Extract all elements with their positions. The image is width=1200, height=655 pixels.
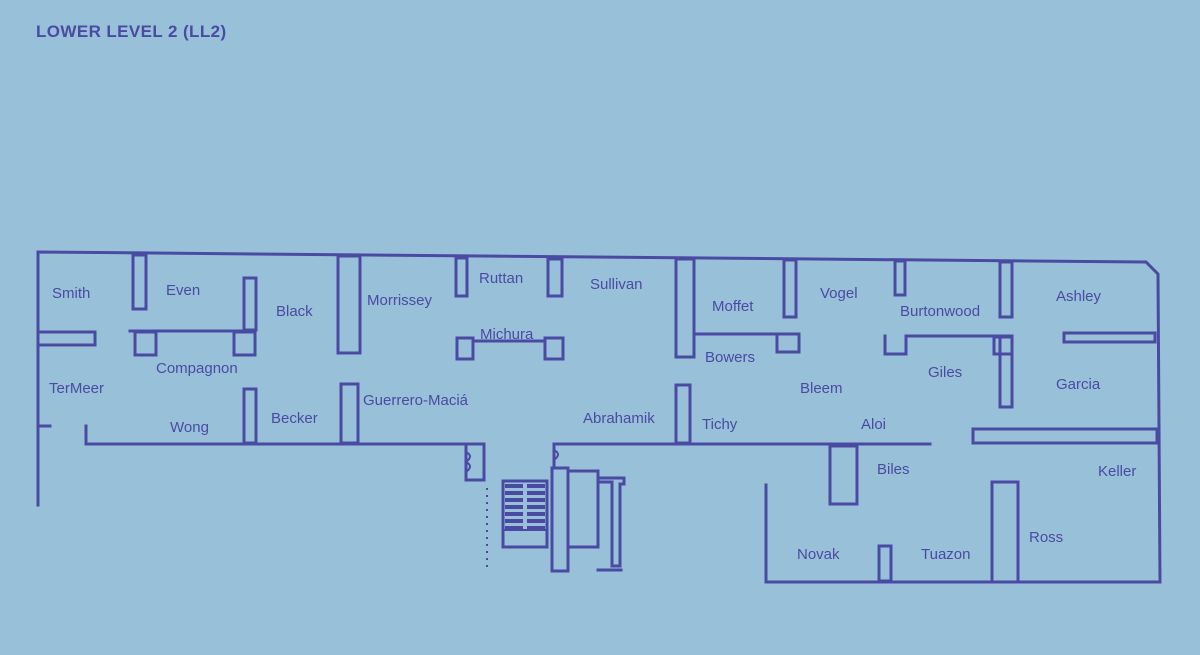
lower-partitions	[242, 382, 1159, 584]
room-label-ross: Ross	[1029, 529, 1063, 546]
room-label-tuazon: Tuazon	[921, 546, 970, 563]
compagnon-right-post	[232, 330, 257, 357]
room-label-termeer: TerMeer	[49, 380, 104, 397]
partition-smith-termeer	[36, 330, 97, 347]
partition-wong-becker	[242, 387, 258, 445]
room-label-bleem: Bleem	[800, 380, 843, 397]
room-label-morrissey: Morrissey	[367, 292, 433, 309]
room-label-tichy: Tichy	[702, 416, 738, 433]
bowers-wall	[692, 332, 801, 354]
room-label-moffet: Moffet	[712, 298, 754, 315]
partition-abrahamik-tichy	[674, 383, 692, 445]
michura-wall-right	[543, 336, 565, 361]
room-label-michura: Michura	[480, 326, 534, 343]
room-label-abrahamik: Abrahamik	[583, 410, 655, 427]
room-label-ashley: Ashley	[1056, 288, 1102, 305]
partition-tuazon-ross	[990, 480, 1020, 584]
room-label-even: Even	[166, 282, 200, 299]
room-label-vogel: Vogel	[820, 285, 858, 302]
room-label-garcia: Garcia	[1056, 376, 1101, 393]
core-left-door	[464, 442, 486, 482]
room-label-burtonwood: Burtonwood	[900, 303, 980, 320]
room-label-black: Black	[276, 303, 313, 320]
michura-wall	[455, 336, 475, 361]
stair-treads	[505, 484, 545, 529]
partition-black-morrissey	[336, 254, 362, 355]
stair-box	[501, 479, 549, 549]
room-label-guerrero-macia: Guerrero-Maciá	[363, 392, 469, 409]
giles-wall	[883, 334, 1014, 356]
room-label-ruttan: Ruttan	[479, 270, 523, 287]
giles-pillar	[998, 335, 1014, 409]
partition-ashley-garcia	[1062, 331, 1157, 344]
partition-garcia-keller	[971, 427, 1159, 445]
partition-ruttan-right	[546, 257, 564, 298]
level-title: LOWER LEVEL 2 (LL2)	[36, 22, 227, 41]
room-label-smith: Smith	[52, 285, 90, 302]
room-label-bowers: Bowers	[705, 349, 755, 366]
south-east-wall	[764, 483, 1162, 584]
partition-biles	[828, 444, 859, 506]
partition-ruttan-left	[454, 256, 469, 298]
room-label-becker: Becker	[271, 410, 318, 427]
partition-novak-tuazon	[877, 544, 893, 583]
partition-burtonwood-ashley	[998, 260, 1014, 319]
top-partitions	[131, 253, 1014, 359]
core-right-door-arc	[553, 449, 559, 461]
room-label-wong: Wong	[170, 419, 209, 436]
room-label-giles: Giles	[928, 364, 962, 381]
middle-partitions	[36, 329, 1157, 409]
partition-sullivan-moffet	[674, 257, 696, 359]
partition-becker-guerrero	[339, 382, 360, 445]
elevator-structure	[566, 469, 600, 549]
central-core	[464, 442, 626, 573]
elevator-outer	[596, 476, 626, 568]
room-labels: Smith Even Black Morrissey Ruttan Sulliv…	[49, 270, 1136, 563]
partition-moffet-vogel	[782, 258, 798, 319]
partition-smith-even	[131, 253, 148, 311]
core-left-door-arc	[464, 451, 471, 473]
partition-vogel-burtonwood	[893, 259, 907, 297]
compagnon-left-post	[133, 330, 158, 357]
lower-west-wall	[84, 424, 486, 446]
room-label-novak: Novak	[797, 546, 840, 563]
elevator-shaft	[550, 466, 570, 573]
room-label-sullivan: Sullivan	[590, 276, 643, 293]
room-label-aloi: Aloi	[861, 416, 886, 433]
giles-post	[992, 335, 1014, 356]
room-label-compagnon: Compagnon	[156, 360, 238, 377]
room-label-keller: Keller	[1098, 463, 1136, 480]
core-right-door	[552, 442, 568, 470]
room-label-biles: Biles	[877, 461, 910, 478]
partition-even-black	[242, 276, 258, 332]
